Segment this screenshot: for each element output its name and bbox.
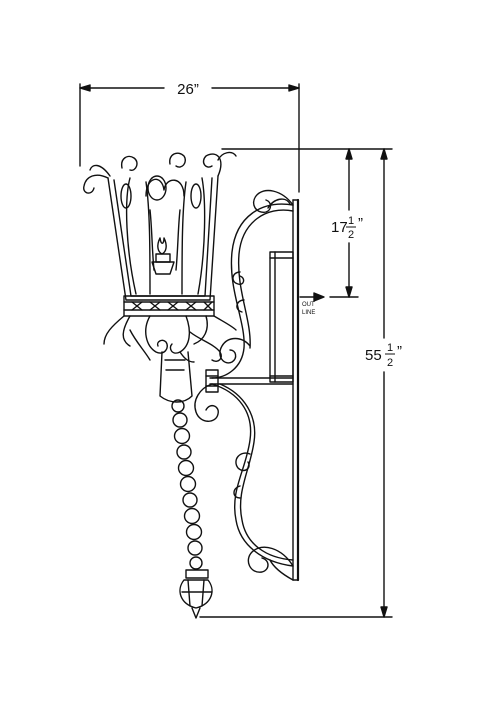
lantern-height-dimension-lines — [221, 148, 393, 298]
overall-height-denominator: 2 — [387, 357, 393, 369]
finial — [179, 569, 213, 619]
bead-chain — [171, 399, 203, 570]
outlet-line-label: OUT LINE — [302, 302, 315, 316]
width-dimension-label: 26” — [177, 81, 199, 98]
overall-height-numerator: 1 — [387, 342, 393, 354]
arm-collar — [205, 369, 219, 393]
overall-height-dimension-lines — [199, 148, 393, 618]
lantern-height-numerator: 1 — [348, 215, 354, 227]
lantern-height-denominator: 2 — [348, 229, 354, 241]
junction-box — [269, 251, 294, 383]
overall-height-dimension-label: 55 1 2 ” — [365, 342, 402, 369]
lantern-height-whole: 17 — [331, 219, 348, 236]
overall-height-mark: ” — [397, 343, 402, 360]
wall-backplate — [292, 198, 300, 582]
lower-scroll-bracket — [194, 383, 294, 581]
lantern-height-dimension-label: 17 1 2 ” — [331, 215, 363, 241]
overall-height-whole: 55 — [365, 347, 382, 364]
upper-scroll-bracket — [211, 189, 294, 379]
outlet-arrow — [299, 292, 325, 302]
outlet-label-line-2: LINE — [302, 310, 315, 316]
stem — [159, 351, 193, 403]
lantern-height-mark: ” — [358, 215, 363, 232]
outlet-label-line-1: OUT — [302, 302, 315, 308]
lantern-cage — [83, 151, 237, 363]
support-arm — [209, 377, 294, 385]
width-dimension-lines — [79, 83, 300, 193]
